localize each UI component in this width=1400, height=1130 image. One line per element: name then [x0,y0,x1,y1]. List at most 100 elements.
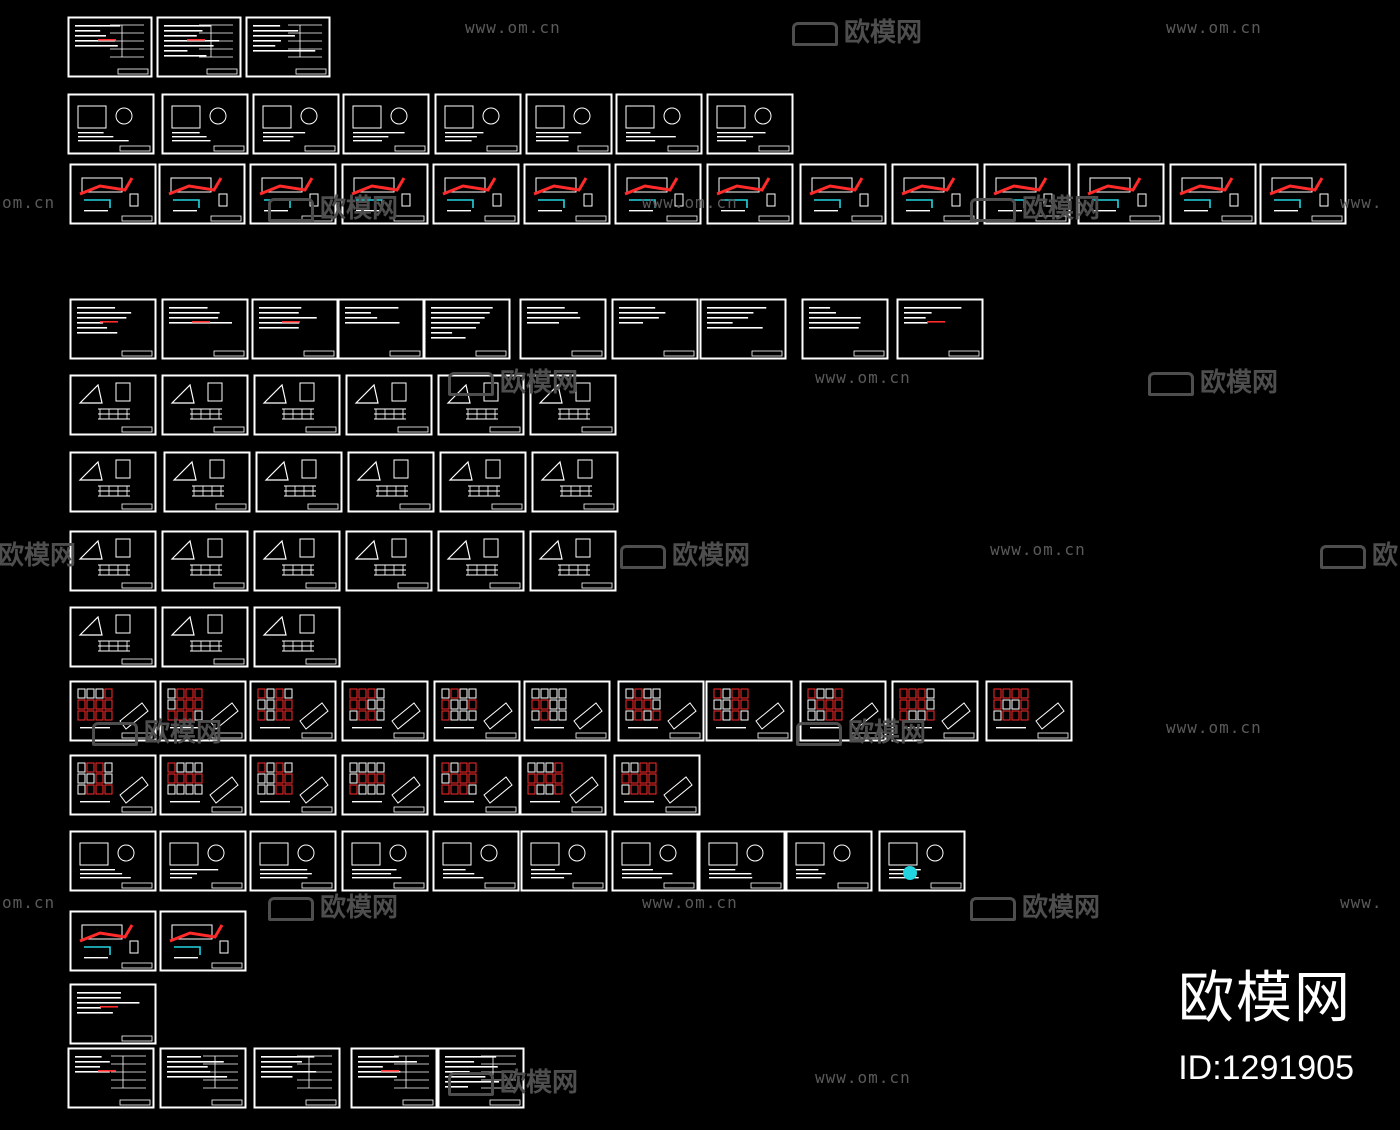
drawing-sheet-thumbnail[interactable] [341,680,429,742]
drawing-sheet-thumbnail[interactable] [613,754,701,816]
drawing-sheet-thumbnail[interactable] [69,680,157,742]
drawing-sheet-thumbnail[interactable] [342,93,430,155]
sofa-icon [792,21,838,46]
drawing-sheet-thumbnail[interactable] [437,1047,525,1109]
drawing-sheet-thumbnail[interactable] [611,298,699,360]
drawing-sheet-thumbnail[interactable] [520,830,608,892]
drawing-sheet-thumbnail[interactable] [1259,163,1347,225]
sofa-icon [448,371,494,396]
drawing-sheet-thumbnail[interactable] [341,830,429,892]
drawing-sheet-thumbnail[interactable] [529,374,617,436]
drawing-sheet-thumbnail[interactable] [69,910,157,972]
drawing-sheet-thumbnail[interactable] [69,530,157,592]
drawing-sheet-thumbnail[interactable] [614,163,702,225]
watermark-url-partial: www. [1340,893,1383,912]
drawing-sheet-thumbnail[interactable] [1169,163,1257,225]
drawing-sheet-thumbnail[interactable] [69,830,157,892]
drawing-sheet-thumbnail[interactable] [432,163,520,225]
drawing-sheet-thumbnail[interactable] [156,16,242,78]
drawing-sheet-thumbnail[interactable] [698,830,786,892]
drawing-sheet-thumbnail[interactable] [437,530,525,592]
drawing-sheet-thumbnail[interactable] [525,93,613,155]
drawing-sheet-thumbnail[interactable] [249,680,337,742]
watermark-url-partial: om.cn [2,193,56,212]
drawing-sheet-thumbnail[interactable] [69,298,157,360]
drawing-sheet-thumbnail[interactable] [345,530,433,592]
drawing-sheet-thumbnail[interactable] [253,530,341,592]
drawing-sheet-thumbnail[interactable] [785,830,873,892]
drawing-sheet-thumbnail[interactable] [699,298,787,360]
drawing-sheet-thumbnail[interactable] [706,93,794,155]
drawing-sheet-thumbnail[interactable] [69,983,157,1045]
drawing-sheet-thumbnail[interactable] [523,163,611,225]
drawing-sheet-thumbnail[interactable] [985,680,1073,742]
drawing-sheet-thumbnail[interactable] [163,451,251,513]
drawing-sheet-thumbnail[interactable] [159,680,247,742]
drawing-sheet-thumbnail[interactable] [67,93,155,155]
drawing-sheet-thumbnail[interactable] [159,1047,247,1109]
drawing-sheet-thumbnail[interactable] [251,298,339,360]
drawing-sheet-thumbnail[interactable] [801,298,889,360]
drawing-sheet-thumbnail[interactable] [896,298,984,360]
drawing-sheet-thumbnail[interactable] [159,830,247,892]
drawing-sheet-thumbnail[interactable] [161,530,249,592]
drawing-sheet-thumbnail[interactable] [341,163,429,225]
drawing-sheet-thumbnail[interactable] [347,451,435,513]
drawing-sheet-thumbnail[interactable] [161,93,249,155]
drawing-sheet-thumbnail[interactable] [705,680,793,742]
drawing-sheet-thumbnail[interactable] [350,1047,438,1109]
drawing-sheet-thumbnail[interactable] [161,298,249,360]
drawing-sheet-thumbnail[interactable] [67,16,153,78]
drawing-sheet-thumbnail[interactable] [69,451,157,513]
drawing-sheet-thumbnail[interactable] [341,754,429,816]
drawing-sheet-thumbnail[interactable] [159,754,247,816]
drawing-sheet-thumbnail[interactable] [878,830,966,892]
drawing-sheet-thumbnail[interactable] [437,374,525,436]
drawing-sheet-thumbnail[interactable] [439,451,527,513]
drawing-sheet-thumbnail[interactable] [345,374,433,436]
drawing-sheet-thumbnail[interactable] [519,298,607,360]
drawing-sheet-thumbnail[interactable] [67,1047,155,1109]
drawing-sheet-thumbnail[interactable] [249,754,337,816]
drawing-sheet-thumbnail[interactable] [245,16,331,78]
drawing-sheet-thumbnail[interactable] [252,93,340,155]
drawing-sheet-thumbnail[interactable] [891,163,979,225]
drawing-sheet-thumbnail[interactable] [531,451,619,513]
drawing-sheet-thumbnail[interactable] [519,754,607,816]
sofa-icon [620,544,666,569]
drawing-sheet-thumbnail[interactable] [1077,163,1165,225]
drawing-sheet-thumbnail[interactable] [161,374,249,436]
drawing-sheet-thumbnail[interactable] [69,163,157,225]
drawing-sheet-thumbnail[interactable] [529,530,617,592]
drawing-sheet-thumbnail[interactable] [433,680,521,742]
drawing-sheet-thumbnail[interactable] [161,606,249,668]
drawing-sheet-thumbnail[interactable] [69,606,157,668]
drawing-sheet-thumbnail[interactable] [159,910,247,972]
drawing-sheet-thumbnail[interactable] [69,754,157,816]
drawing-sheet-thumbnail[interactable] [255,451,343,513]
watermark-url-partial: om.cn [2,893,56,912]
drawing-sheet-thumbnail[interactable] [249,830,337,892]
drawing-sheet-thumbnail[interactable] [423,298,511,360]
drawing-sheet-thumbnail[interactable] [617,680,705,742]
drawing-sheet-thumbnail[interactable] [799,680,887,742]
drawing-sheet-thumbnail[interactable] [799,163,887,225]
drawing-sheet-thumbnail[interactable] [432,830,520,892]
drawing-sheet-thumbnail[interactable] [158,163,246,225]
drawing-sheet-thumbnail[interactable] [615,93,703,155]
drawing-sheet-thumbnail[interactable] [611,830,699,892]
drawing-sheet-thumbnail[interactable] [253,606,341,668]
sofa-icon [1320,544,1366,569]
drawing-sheet-thumbnail[interactable] [706,163,794,225]
drawing-sheet-thumbnail[interactable] [891,680,979,742]
drawing-sheet-thumbnail[interactable] [253,374,341,436]
drawing-sheet-thumbnail[interactable] [337,298,425,360]
drawing-sheet-thumbnail[interactable] [523,680,611,742]
drawing-sheet-thumbnail[interactable] [434,93,522,155]
watermark-logo: 欧模网 [448,362,578,399]
drawing-sheet-thumbnail[interactable] [253,1047,341,1109]
drawing-sheet-thumbnail[interactable] [69,374,157,436]
drawing-sheet-thumbnail[interactable] [433,754,521,816]
